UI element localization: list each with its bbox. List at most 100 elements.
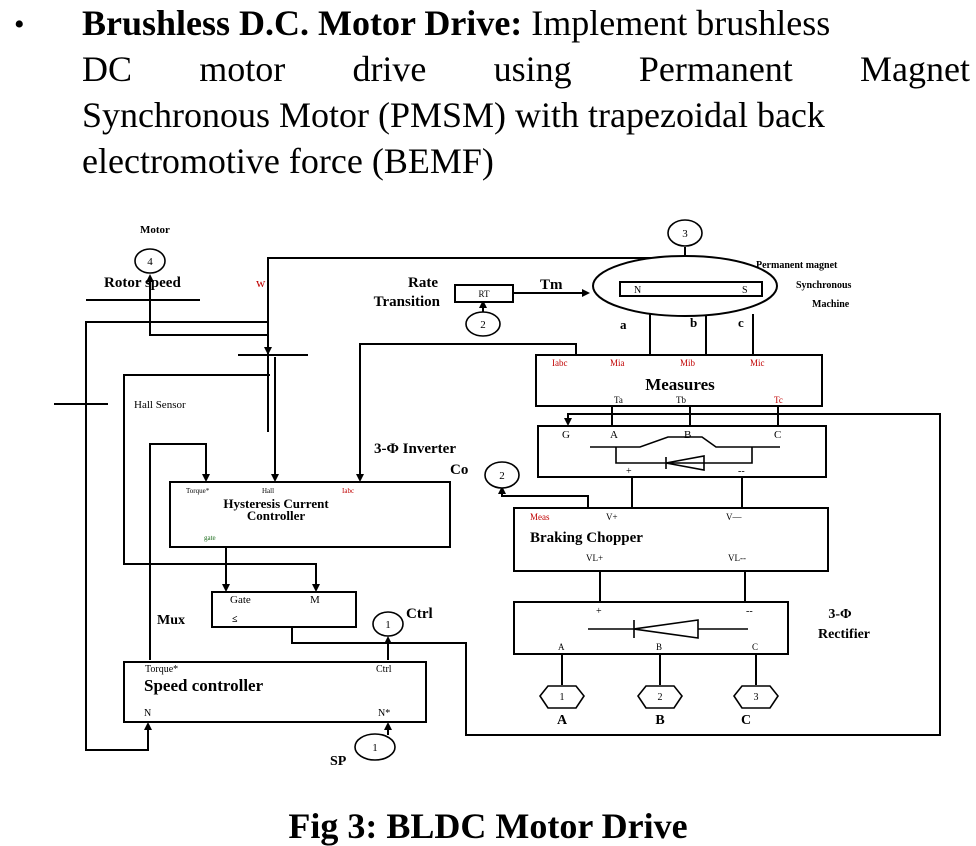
inverter-switch-icon — [590, 436, 780, 448]
measures-in-mia: Mia — [610, 358, 625, 368]
rt-port-number: 2 — [480, 319, 486, 331]
phase-b: b — [690, 315, 697, 330]
wire-speed-feedback — [85, 321, 268, 751]
port-co-2-icon — [484, 461, 520, 489]
source-c-icon — [733, 685, 779, 709]
hcc-in-hall: Hall — [262, 487, 274, 495]
mux-label: Mux — [157, 613, 185, 628]
chopper-vlminus: VL-- — [728, 553, 746, 563]
phase-a: a — [620, 317, 627, 332]
port-4-icon — [134, 248, 166, 274]
pmsm-label-3: Machine — [812, 299, 850, 310]
rectifier-pin-b: B — [656, 642, 662, 652]
speed-ctrl-nstar: N* — [378, 708, 390, 719]
rectifier-pin-c: C — [752, 642, 758, 652]
wire-mux-to-inverter — [291, 413, 941, 736]
inverter-title: 3-Φ Inverter — [374, 441, 456, 457]
wire-torque-ref — [149, 443, 210, 660]
rectifier-minus: -- — [746, 606, 753, 617]
inverter-pin-a: A — [610, 429, 618, 441]
inverter-plus: + — [626, 466, 632, 477]
inverter-diode-icon — [665, 455, 705, 471]
inverter-pin-b: B — [684, 429, 691, 441]
measures-in-mic: Mic — [750, 358, 765, 368]
pmsm-port-number: 3 — [682, 228, 688, 240]
paragraph-line-1: Brushless D.C. Motor Drive: Implement br… — [82, 0, 976, 46]
source-c-label: C — [741, 713, 751, 728]
port-4-number: 4 — [147, 256, 153, 268]
port-ctrl-1-icon — [372, 611, 404, 637]
mux-out: ≤ — [232, 614, 238, 625]
mux-in-m: M — [310, 594, 320, 606]
hysteresis-controller-block — [169, 481, 451, 548]
measures-out-ta: Ta — [614, 395, 623, 405]
sp-port-label: SP — [330, 754, 347, 769]
inverter-minus: -- — [738, 466, 745, 477]
tm-label: Tm — [540, 277, 563, 293]
wire-hall-to-mux — [123, 374, 320, 592]
rotor-speed-symbol: w — [256, 275, 266, 290]
chopper-vlplus: VL+ — [586, 553, 603, 563]
rectifier-plus: + — [596, 606, 602, 617]
mux-block — [211, 591, 357, 628]
phase-c: c — [738, 315, 744, 330]
rectifier-block — [513, 601, 789, 655]
source-b-number: 2 — [658, 692, 663, 703]
source-b-label: B — [655, 713, 664, 728]
paragraph-heading: Brushless D.C. Motor Drive: — [82, 3, 523, 43]
motor-label: Motor — [140, 224, 170, 236]
chopper-title: Braking Chopper — [530, 530, 643, 546]
source-c-number: 3 — [754, 692, 759, 703]
speed-controller-title: Speed controller — [144, 676, 264, 695]
source-a-label: A — [557, 713, 568, 728]
source-a-icon — [539, 685, 585, 709]
source-b-icon — [637, 685, 683, 709]
rate-label: Rate — [408, 275, 438, 291]
rotor-speed-label: Rotor speed — [104, 275, 181, 291]
hcc-title-1: Hysteresis Current — [223, 496, 329, 511]
measures-out-tc: Tc — [774, 395, 783, 405]
magnet-n: N — [634, 285, 641, 296]
wires — [54, 247, 941, 751]
measures-title: Measures — [645, 375, 715, 394]
inverter-block — [537, 425, 827, 478]
ctrl-port-number: 1 — [385, 619, 391, 631]
measures-out-tb: Tb — [676, 395, 686, 405]
rectifier-pin-a: A — [558, 642, 565, 652]
wire-meas — [498, 486, 589, 508]
transition-label: Transition — [374, 294, 441, 310]
measures-in-mib: Mib — [680, 358, 696, 368]
rectifier-diode-icon — [588, 619, 748, 639]
sp-port-number: 1 — [372, 742, 378, 754]
inverter-co-label: Co — [450, 462, 468, 478]
rectifier-title-1: 3-Φ — [828, 607, 852, 622]
figure-caption: Fig 3: BLDC Motor Drive — [288, 806, 688, 846]
inverter-port-number: 2 — [499, 470, 505, 482]
rectifier-title-2: Rectifier — [818, 627, 870, 642]
speed-ctrl-ctrl: Ctrl — [376, 664, 392, 675]
bldc-diagram: Motor 4 Rotor speed w Rate Transition RT… — [54, 219, 941, 769]
paragraph-line-2: DC motor drive using Permanent Magnet — [82, 49, 970, 89]
chopper-vplus: V+ — [606, 512, 618, 522]
speed-ctrl-n: N — [144, 708, 151, 719]
braking-chopper-block — [513, 507, 829, 572]
speed-ctrl-torque: Torque* — [145, 664, 178, 675]
hcc-in-torque: Torque* — [186, 487, 210, 495]
ctrl-port-label: Ctrl — [406, 606, 433, 622]
paragraph-line-4: electromotive force (BEMF) — [82, 141, 494, 181]
pmsm-label-1: Permanent magnet — [756, 260, 838, 271]
port-rt-2-icon — [465, 311, 501, 337]
rt-block-label: RT — [479, 289, 490, 299]
hall-sensor-label: Hall Sensor — [134, 399, 186, 411]
source-a-number: 1 — [560, 692, 565, 703]
chopper-meas: Meas — [530, 512, 550, 522]
pmsm-label-2: Synchronous — [796, 280, 852, 291]
hcc-title-2: Controller — [247, 508, 305, 523]
rate-transition-block — [454, 284, 514, 303]
port-3-icon — [667, 219, 703, 247]
mux-in-gate: Gate — [230, 594, 251, 606]
hcc-out-gate: gate — [204, 534, 216, 542]
description-paragraph: Brushless D.C. Motor Drive: Implement br… — [82, 0, 976, 184]
paragraph-line-1-text: Implement brushless — [522, 3, 831, 43]
pmsm-magnet — [619, 281, 763, 297]
